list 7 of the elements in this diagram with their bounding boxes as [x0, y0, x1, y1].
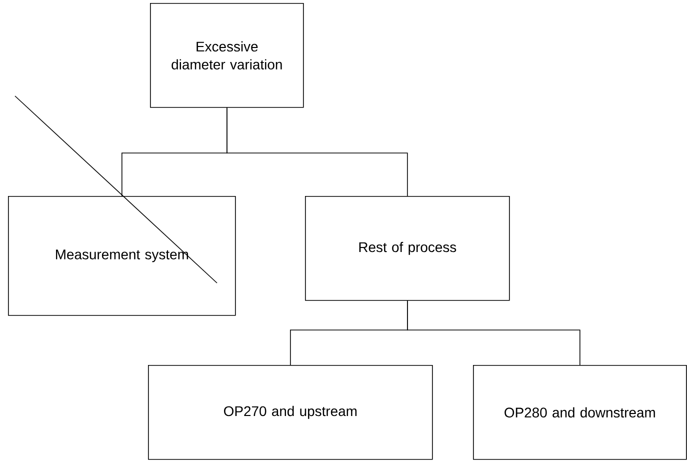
process-box: Rest of process	[305, 196, 510, 301]
process-box: Excessive diameter variation	[150, 3, 304, 108]
process-box: OP270 and upstream	[148, 365, 433, 460]
connector-line	[226, 107, 408, 196]
process-box: OP280 and downstream	[473, 365, 687, 460]
process-box: Measurement system	[8, 196, 236, 316]
connector-line	[407, 300, 580, 366]
